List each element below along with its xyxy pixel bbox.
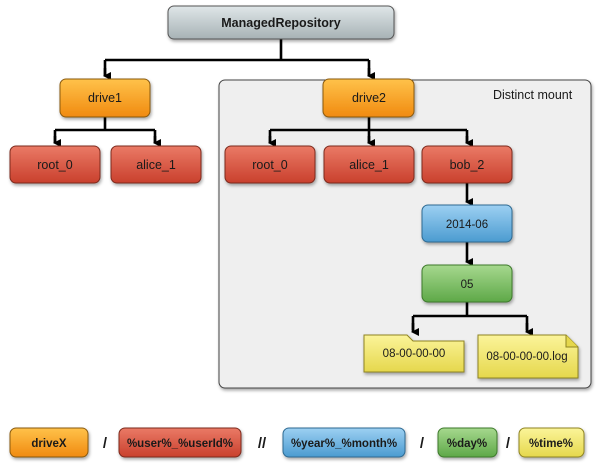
node-day: 05 <box>421 264 513 303</box>
node-drive2-alice1: alice_1 <box>323 145 415 184</box>
tree-edges <box>53 39 533 336</box>
node-drive2-bob2: bob_2 <box>421 145 513 184</box>
svg-text:drive2: drive2 <box>352 91 386 105</box>
svg-text:2014-06: 2014-06 <box>446 219 488 231</box>
legend-time: %time% <box>518 427 585 458</box>
svg-text:%year%_%month%: %year%_%month% <box>291 438 397 450</box>
legend: driveX / %user%_%userId% // %year%_%mont… <box>9 427 585 458</box>
svg-text:root_0: root_0 <box>37 158 72 172</box>
svg-text:ManagedRepository: ManagedRepository <box>221 16 341 30</box>
node-drive1-root0: root_0 <box>9 145 101 184</box>
legend-drive: driveX <box>9 427 89 458</box>
node-year-month: 2014-06 <box>421 204 513 243</box>
svg-text:alice_1: alice_1 <box>136 158 176 172</box>
svg-text:05: 05 <box>461 279 474 291</box>
legend-separator-1: / <box>103 435 108 452</box>
svg-text:alice_1: alice_1 <box>349 158 389 172</box>
node-file-log: 08-00-00-00.log <box>477 334 579 379</box>
svg-text:08-00-00-00.log: 08-00-00-00.log <box>486 351 567 363</box>
node-managed-repository: ManagedRepository <box>167 5 395 40</box>
node-drive1-alice1: alice_1 <box>110 145 202 184</box>
distinct-mount-label: Distinct mount <box>493 88 573 102</box>
node-file-data: 08-00-00-00 <box>363 334 465 373</box>
legend-user: %user%_%userId% <box>118 427 242 458</box>
svg-text:%time%: %time% <box>529 438 573 450</box>
svg-text:%user%_%userId%: %user%_%userId% <box>127 438 233 450</box>
svg-text:%day%: %day% <box>447 438 487 450</box>
legend-separator-2: // <box>258 435 267 452</box>
legend-day: %day% <box>437 427 498 458</box>
svg-text:drive1: drive1 <box>88 91 122 105</box>
svg-text:08-00-00-00: 08-00-00-00 <box>383 348 446 360</box>
svg-text:root_0: root_0 <box>252 158 287 172</box>
node-drive2: drive2 <box>322 78 415 118</box>
svg-text:driveX: driveX <box>31 438 66 450</box>
node-drive2-root0: root_0 <box>224 145 316 184</box>
legend-separator-4: / <box>506 435 511 452</box>
legend-year-month: %year%_%month% <box>282 427 406 458</box>
legend-separator-3: / <box>420 435 425 452</box>
node-drive1: drive1 <box>59 78 151 118</box>
svg-text:bob_2: bob_2 <box>450 158 485 172</box>
